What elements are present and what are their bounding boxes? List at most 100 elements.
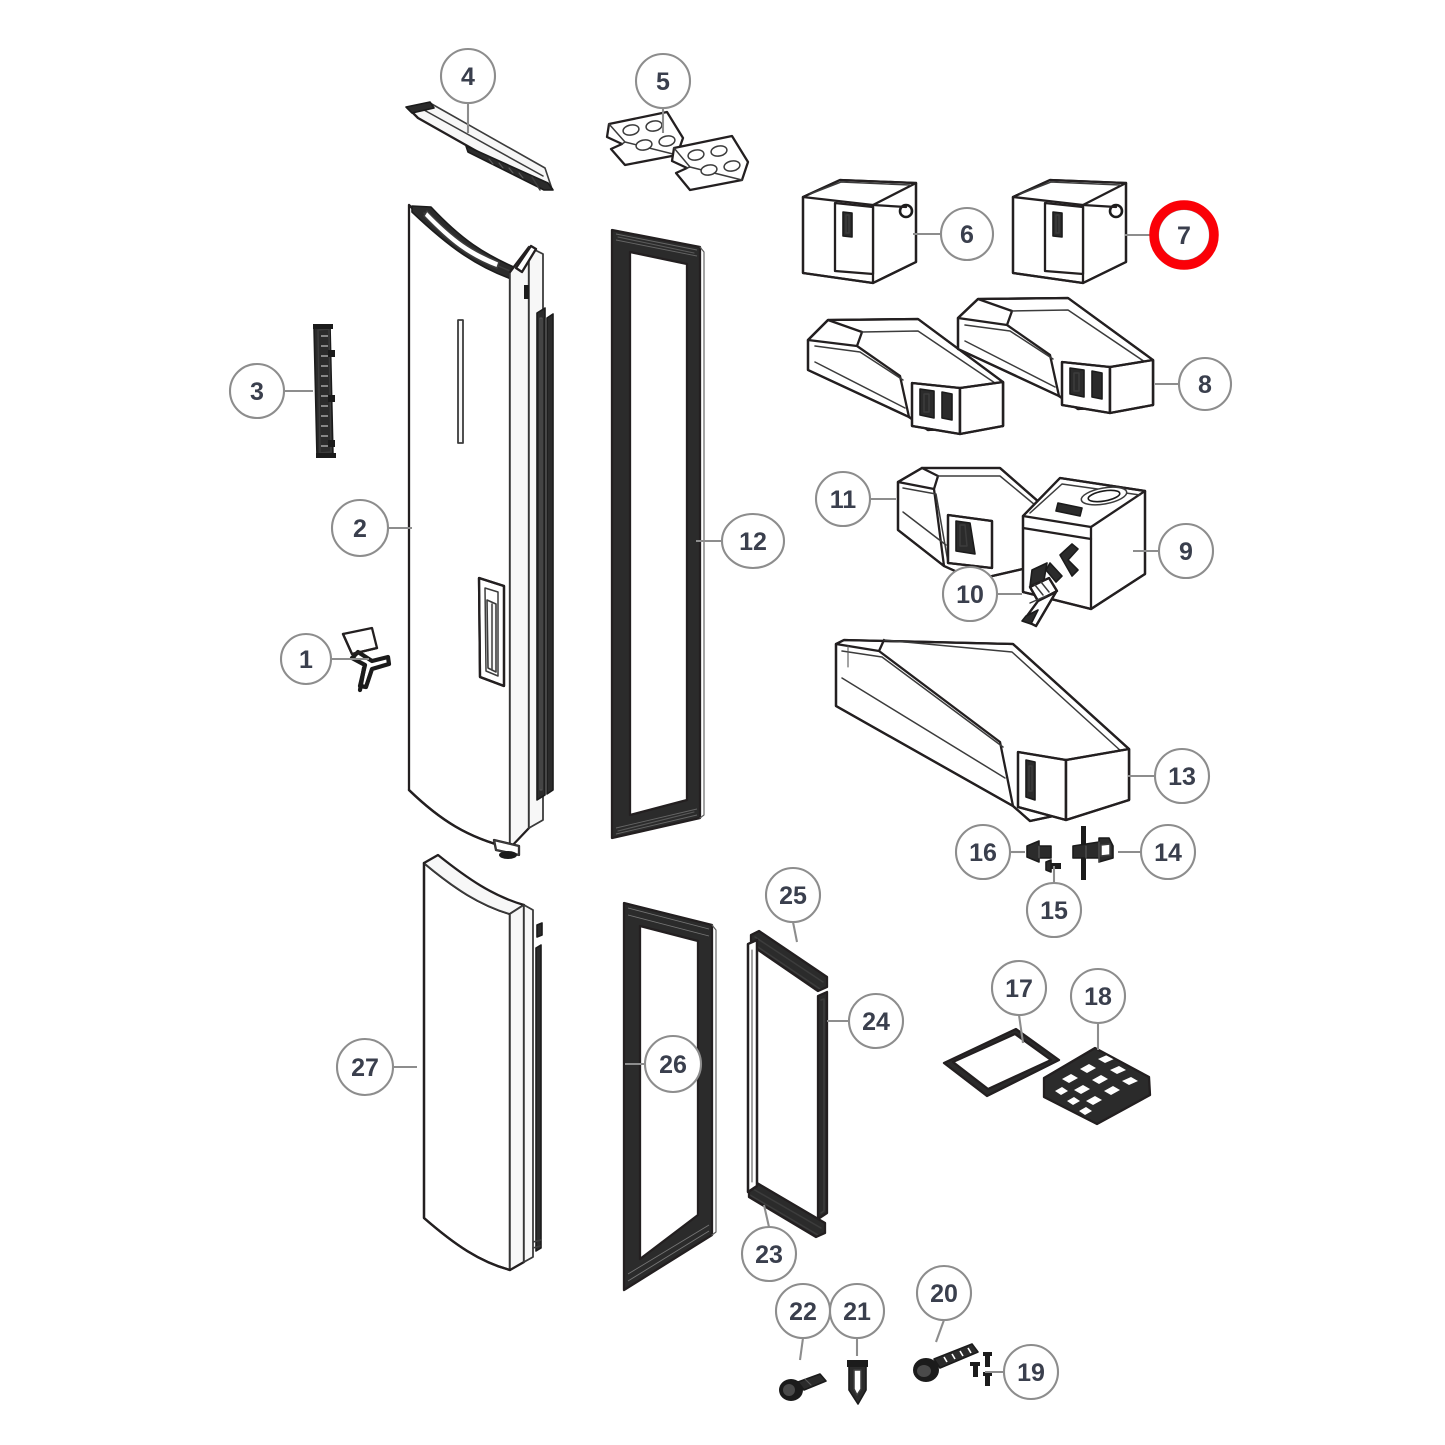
callout-6[interactable]: 6	[913, 206, 995, 262]
callout-number-2: 2	[353, 515, 367, 543]
callout-bubble-5[interactable]	[634, 52, 692, 110]
part-15-bin-retainer-pin[interactable]	[1045, 859, 1061, 873]
callout-number-6: 6	[960, 221, 974, 249]
callout-5[interactable]: 5	[634, 52, 692, 133]
callout-24[interactable]: 24	[827, 992, 905, 1050]
part-8-door-bin-medium-right[interactable]	[956, 296, 1155, 415]
callout-bubble-23[interactable]	[740, 1225, 798, 1283]
part-3-door-side-trim-strip[interactable]	[313, 324, 336, 458]
callout-bubble-20[interactable]	[915, 1264, 973, 1322]
callout-bubble-13[interactable]	[1153, 747, 1211, 805]
callout-12[interactable]: 12	[696, 512, 786, 570]
part-19-screw-set[interactable]	[970, 1352, 992, 1386]
callout-number-13: 13	[1168, 763, 1196, 791]
callout-21[interactable]: 21	[828, 1282, 886, 1356]
callout-bubble-27[interactable]	[335, 1037, 395, 1097]
callout-bubble-1[interactable]	[279, 632, 333, 686]
callout-13[interactable]: 13	[1128, 747, 1211, 805]
part-7-door-bin-small-right[interactable]	[1011, 178, 1128, 285]
callout-27[interactable]: 27	[335, 1037, 417, 1097]
callout-7[interactable]: 7	[1125, 207, 1212, 263]
callout-16[interactable]: 16	[954, 823, 1025, 881]
callout-bubble-8[interactable]	[1177, 356, 1233, 412]
part-16-bin-stopper-clip[interactable]	[1026, 840, 1052, 863]
callout-number-19: 19	[1017, 1359, 1045, 1387]
callout-bubble-18[interactable]	[1069, 967, 1127, 1025]
callout-number-3: 3	[250, 378, 264, 406]
callout-26[interactable]: 26	[625, 1034, 703, 1094]
callout-2[interactable]: 2	[330, 498, 412, 558]
part-17-ice-tray-lid[interactable]	[942, 1027, 1061, 1098]
part-21-bushing-sleeve[interactable]	[847, 1360, 868, 1405]
callout-bubble-2[interactable]	[330, 498, 390, 558]
part-14-bin-support-bracket[interactable]	[1072, 826, 1114, 880]
part-11-water-tank-bin-tray[interactable]	[896, 466, 1042, 582]
callout-11[interactable]: 11	[814, 470, 896, 528]
callout-14[interactable]: 14	[1118, 823, 1197, 881]
callout-number-14: 14	[1154, 839, 1182, 867]
callout-bubble-24[interactable]	[847, 992, 905, 1050]
callout-9[interactable]: 9	[1133, 522, 1215, 580]
callout-17[interactable]: 17	[990, 959, 1048, 1044]
part-13-door-bin-large[interactable]	[834, 638, 1131, 823]
callout-bubble-4[interactable]	[439, 47, 497, 105]
callout-leader-line-22	[798, 1337, 805, 1361]
part-23-lower-door-trim-bottom[interactable]	[746, 938, 827, 1239]
part-10-water-dispenser-nozzle[interactable]	[1021, 562, 1059, 628]
callout-bubble-12[interactable]	[720, 512, 786, 570]
callout-number-18: 18	[1084, 983, 1112, 1011]
callout-number-7: 7	[1177, 222, 1191, 250]
part-20-hinge-pin-assembly[interactable]	[913, 1343, 979, 1382]
part-25-lower-door-trim-top[interactable]	[749, 929, 829, 993]
callout-bubble-16[interactable]	[954, 823, 1012, 881]
callout-number-12: 12	[739, 528, 767, 556]
part-6-door-bin-small-left[interactable]	[801, 178, 918, 285]
callout-20[interactable]: 20	[915, 1264, 973, 1343]
callout-bubble-15[interactable]	[1025, 881, 1083, 939]
callout-number-5: 5	[656, 68, 670, 96]
callout-22[interactable]: 22	[774, 1282, 832, 1361]
callout-8[interactable]: 8	[1155, 356, 1233, 412]
part-24-lower-door-side-trim[interactable]	[816, 990, 829, 1221]
callout-19[interactable]: 19	[985, 1343, 1060, 1401]
part-9-water-tank-assembly[interactable]	[1021, 476, 1147, 611]
part-5-hinge-cover-pads[interactable]	[605, 110, 750, 192]
callout-bubble-19[interactable]	[1002, 1343, 1060, 1401]
callout-bubble-6[interactable]	[939, 206, 995, 262]
callout-bubble-22[interactable]	[774, 1282, 832, 1340]
callout-number-25: 25	[779, 882, 807, 910]
callout-3[interactable]: 3	[228, 362, 313, 420]
part-2-upper-door-panel[interactable]	[407, 203, 554, 859]
callout-bubble-25[interactable]	[764, 866, 822, 924]
callout-4[interactable]: 4	[439, 47, 497, 133]
part-1-door-stop-bracket[interactable]	[341, 626, 392, 693]
callout-bubble-26[interactable]	[643, 1034, 703, 1094]
callout-bubble-11[interactable]	[814, 470, 872, 528]
callout-15[interactable]: 15	[1025, 866, 1083, 939]
callout-bubble-17[interactable]	[990, 959, 1048, 1017]
callout-number-8: 8	[1198, 371, 1212, 399]
callout-bubble-3[interactable]	[228, 362, 286, 420]
part-12-upper-door-gasket[interactable]	[610, 228, 705, 840]
callout-bubble-9[interactable]	[1157, 522, 1215, 580]
part-4-door-top-cap-trim[interactable]	[405, 101, 554, 191]
callout-10[interactable]: 10	[941, 565, 1022, 623]
part-22-hinge-stud[interactable]	[779, 1373, 827, 1401]
callout-18[interactable]: 18	[1069, 967, 1127, 1050]
callout-leader-line-23	[762, 1204, 771, 1228]
callout-bubble-10[interactable]	[941, 565, 999, 623]
callout-number-17: 17	[1005, 975, 1033, 1003]
callout-25[interactable]: 25	[764, 866, 822, 943]
callout-23[interactable]: 23	[740, 1204, 798, 1283]
part-26-lower-door-gasket[interactable]	[622, 901, 717, 1292]
callout-number-9: 9	[1179, 538, 1193, 566]
callout-number-24: 24	[862, 1008, 890, 1036]
callout-number-20: 20	[930, 1280, 958, 1308]
part-27-lower-door-panel[interactable]	[422, 853, 543, 1272]
part-18-ice-cube-tray[interactable]	[1042, 1046, 1152, 1126]
part-8-door-bin-medium-left[interactable]	[806, 317, 1005, 436]
callout-1[interactable]: 1	[279, 632, 369, 686]
callout-bubble-14[interactable]	[1139, 823, 1197, 881]
